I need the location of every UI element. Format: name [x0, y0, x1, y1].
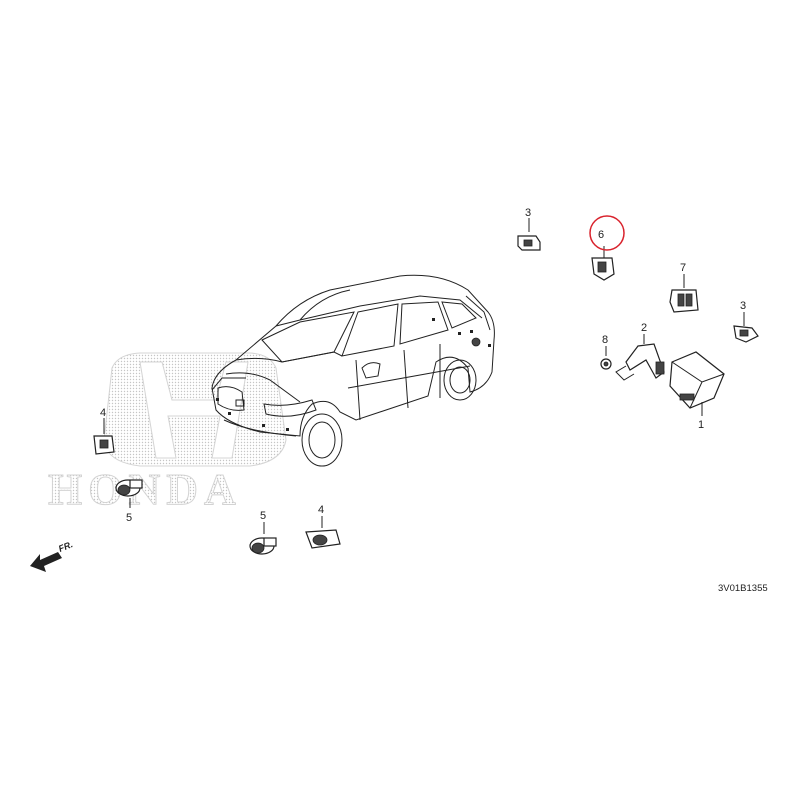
- part-5-sensor-left[interactable]: [115, 479, 143, 508]
- callout-2[interactable]: 2: [641, 322, 647, 334]
- honda-logo-watermark: HONDA: [48, 352, 287, 515]
- callout-1[interactable]: 1: [698, 419, 704, 431]
- callout-3-top[interactable]: 3: [525, 207, 531, 219]
- part-5-sensor-bottom[interactable]: [249, 522, 277, 555]
- sensor-markers: [216, 318, 491, 431]
- diagram-code: 3V01B1355: [718, 583, 768, 594]
- part-3-sensor-right[interactable]: [733, 312, 759, 343]
- callout-5-left[interactable]: 5: [126, 512, 132, 524]
- part-1-control-unit[interactable]: [669, 351, 725, 416]
- callout-5-bottom[interactable]: 5: [260, 510, 266, 522]
- part-3-sensor-top[interactable]: [517, 218, 541, 251]
- front-direction-label: FR.: [57, 539, 74, 554]
- callout-4-bottom[interactable]: 4: [318, 504, 324, 516]
- honda-wordmark: HONDA: [48, 465, 242, 514]
- front-direction-arrow: FR.: [30, 539, 74, 572]
- callout-4-left[interactable]: 4: [100, 407, 106, 419]
- part-6-bracket[interactable]: [591, 246, 615, 281]
- callout-8[interactable]: 8: [602, 334, 608, 346]
- vehicle-illustration: [211, 274, 495, 467]
- highlight-circle: [589, 215, 625, 251]
- part-4-sensor-bottom[interactable]: [305, 516, 341, 549]
- part-8-nut[interactable]: [600, 346, 612, 370]
- callout-3-right[interactable]: 3: [740, 300, 746, 312]
- part-7-connector[interactable]: [669, 274, 699, 313]
- callout-6[interactable]: 6: [598, 229, 604, 241]
- part-4-sensor-left[interactable]: [93, 418, 115, 455]
- part-2-harness[interactable]: [615, 334, 665, 381]
- callout-7[interactable]: 7: [680, 262, 686, 274]
